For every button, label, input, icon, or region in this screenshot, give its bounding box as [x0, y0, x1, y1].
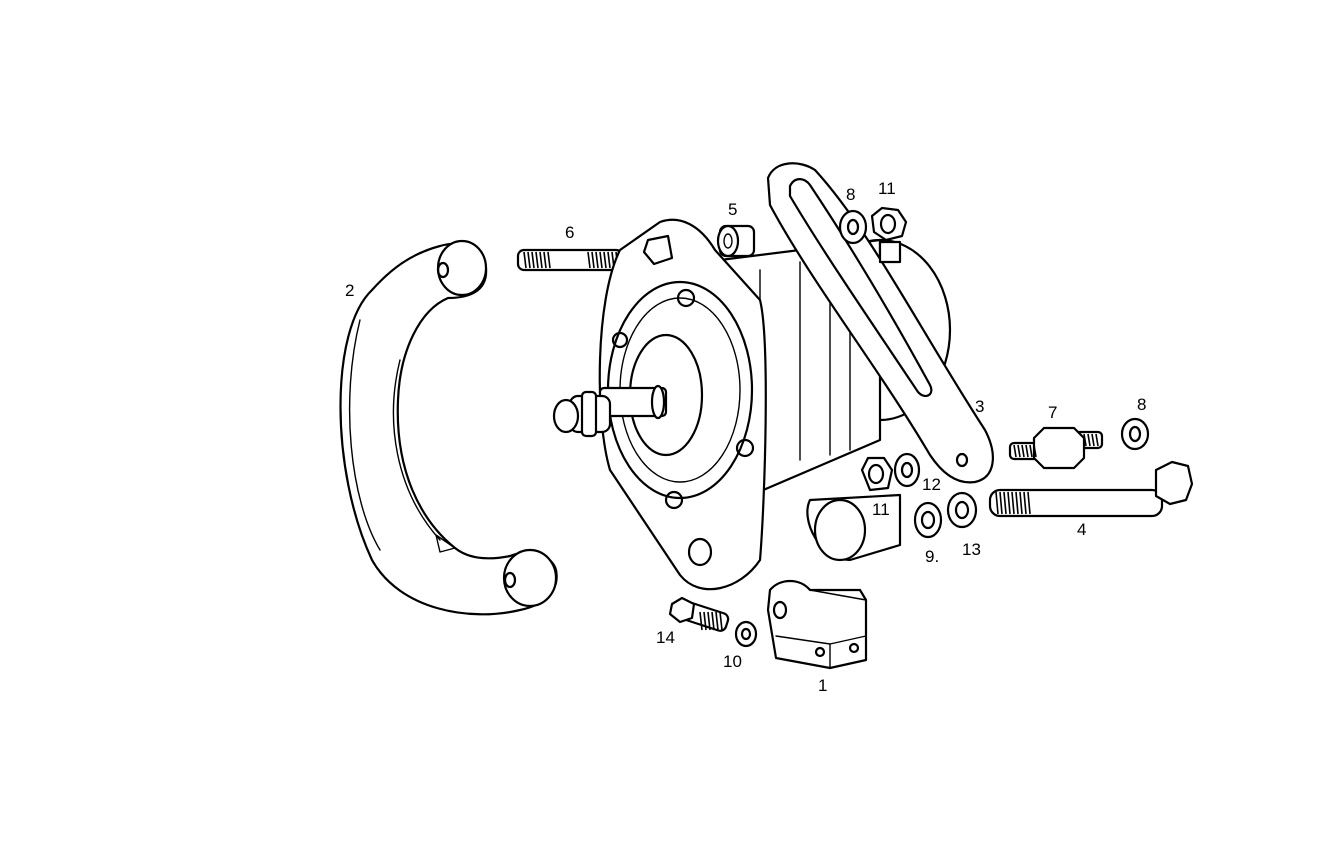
thread-line	[591, 251, 595, 269]
callout-8-top: 8	[846, 185, 855, 204]
thread-line	[547, 251, 551, 269]
thread-line	[527, 251, 531, 269]
thread-line	[1083, 433, 1087, 447]
thread-line	[1095, 433, 1099, 447]
part-10-washer	[734, 620, 758, 648]
thread-line	[523, 251, 527, 269]
thread-line	[1021, 444, 1025, 458]
callout-8-right: 8	[1137, 395, 1146, 414]
thread-line	[1003, 491, 1007, 515]
callout-14: 14	[656, 628, 675, 647]
part-11-nut-top	[870, 206, 908, 264]
thread-line	[715, 611, 719, 631]
part-5-spacer	[716, 224, 756, 258]
thread-line	[607, 251, 611, 269]
part-14-bolt	[668, 596, 730, 632]
part-6-stud	[516, 248, 624, 272]
thread-line	[1027, 491, 1031, 515]
thread-line	[1019, 491, 1023, 515]
part-7-threaded-spacer	[1008, 426, 1104, 470]
thread-line	[1017, 444, 1021, 458]
part-8-washer-top	[838, 209, 868, 245]
callout-5: 5	[728, 200, 737, 219]
part-8-washer-right	[1120, 417, 1150, 451]
callout-labels: 1 2 3 4 5 6 7 8 8 9. 10 11 11 12 13 14	[345, 179, 1146, 695]
callout-9: 9.	[925, 547, 939, 566]
part-3-adjusting-arm	[766, 162, 994, 484]
part-11-nut-lower	[860, 456, 894, 492]
callout-6: 6	[565, 223, 574, 242]
callout-7: 7	[1048, 403, 1057, 422]
callout-11-top: 11	[878, 179, 896, 198]
part-2-curved-bracket	[339, 239, 558, 616]
part-9-washer	[913, 501, 943, 539]
thread-line	[703, 611, 707, 631]
thread-line	[1007, 491, 1011, 515]
thread-line	[719, 611, 723, 631]
thread-line	[1023, 491, 1027, 515]
thread-line	[1015, 491, 1019, 515]
thread-line	[699, 611, 703, 631]
thread-line	[595, 251, 599, 269]
thread-line	[543, 251, 547, 269]
part-12-washer	[893, 452, 921, 488]
thread-line	[531, 251, 535, 269]
thread-line	[1011, 491, 1015, 515]
thread-line	[999, 491, 1003, 515]
thread-line	[1029, 444, 1033, 458]
part-4-long-bolt	[988, 460, 1194, 518]
part-1-mounting-block	[766, 579, 868, 670]
thread-line	[535, 251, 539, 269]
callout-10: 10	[723, 652, 742, 671]
callout-12: 12	[922, 475, 941, 494]
callout-4: 4	[1077, 520, 1086, 539]
thread-line	[995, 491, 999, 515]
thread-line	[539, 251, 543, 269]
callout-11-lower: 11	[872, 500, 890, 519]
part-13-washer	[946, 491, 978, 529]
thread-line	[599, 251, 603, 269]
thread-line	[711, 611, 715, 631]
thread-line	[1033, 444, 1037, 458]
thread-line	[587, 251, 591, 269]
callout-2: 2	[345, 281, 354, 300]
thread-line	[603, 251, 607, 269]
callout-13: 13	[962, 540, 981, 559]
thread-line	[1091, 433, 1095, 447]
callout-3: 3	[975, 397, 984, 416]
thread-line	[1087, 433, 1091, 447]
thread-line	[1025, 444, 1029, 458]
callout-1: 1	[818, 676, 827, 695]
thread-line	[1013, 444, 1017, 458]
thread-line	[707, 611, 711, 631]
